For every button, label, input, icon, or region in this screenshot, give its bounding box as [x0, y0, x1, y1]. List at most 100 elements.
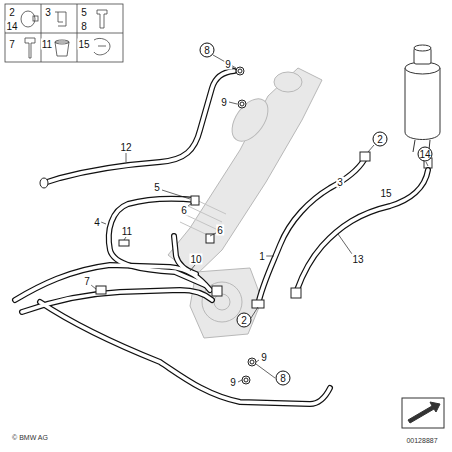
hose-lines-part — [15, 265, 210, 300]
leader-lines-part — [238, 380, 242, 382]
orientation-icon-part — [408, 402, 440, 423]
fittings-part — [360, 152, 370, 161]
callout-number: 2 — [373, 132, 388, 147]
fittings-part — [119, 240, 129, 246]
hose-lines-part — [258, 160, 364, 305]
leader-lines-part — [256, 360, 259, 362]
leader-lines-part — [338, 234, 352, 254]
parts-legend-grid-part — [94, 38, 110, 54]
legend-number: 15 — [77, 39, 90, 50]
fittings-part — [252, 300, 264, 308]
steering-rack-part — [168, 68, 322, 276]
callout-number: 15 — [379, 188, 392, 199]
leader-lines-part — [190, 265, 195, 271]
callout-number: 10 — [189, 254, 202, 265]
steering-rack — [168, 68, 322, 276]
leader-lines-part — [124, 237, 126, 240]
leader-lines-part — [232, 67, 237, 70]
parts-legend-grid-part — [55, 40, 69, 44]
parts-legend-grid-part — [33, 16, 38, 21]
orientation-icon-part — [402, 398, 444, 428]
parts-legend-grid-part — [41, 4, 42, 62]
callout-number: 5 — [153, 182, 161, 193]
leader-lines-part — [426, 162, 428, 166]
parts-legend-grid — [5, 4, 123, 62]
legend-number: 2 — [8, 7, 16, 18]
callout-number: 2 — [237, 313, 252, 328]
steering-rack-part — [225, 92, 275, 147]
callout-number: 9 — [229, 377, 237, 388]
leader-lines-part — [266, 256, 274, 257]
fittings-part — [242, 376, 250, 384]
fittings — [40, 67, 370, 384]
parts-legend-grid-part — [5, 4, 123, 62]
hose-lines-part — [44, 71, 234, 183]
leader-lines-part — [251, 307, 258, 318]
legend-number: 3 — [44, 7, 52, 18]
steering-rack-part — [180, 198, 226, 238]
callout-number: 9 — [220, 97, 228, 108]
callout-number: 14 — [418, 147, 433, 162]
hose-lines-part — [109, 199, 205, 285]
hose-lines-part — [109, 199, 205, 285]
callout-number: 3 — [336, 177, 344, 188]
hose-lines-part — [44, 71, 234, 183]
fittings-part — [240, 102, 244, 106]
legend-number: 5 — [80, 7, 88, 18]
callout-number: 4 — [93, 217, 101, 228]
parts-legend-grid-part — [97, 10, 107, 28]
callout-number: 13 — [351, 254, 364, 265]
fittings-part — [96, 286, 106, 294]
hose-lines — [15, 71, 428, 404]
callout-number: 8 — [276, 371, 291, 386]
fittings-part — [236, 67, 244, 75]
fittings-part — [206, 234, 214, 243]
callout-number: 11 — [121, 226, 133, 237]
leader-lines-part — [101, 222, 106, 224]
leader-lines-part — [91, 285, 96, 289]
hose-lines — [15, 71, 428, 404]
fittings-part — [291, 288, 301, 298]
callout-number: 8 — [200, 43, 215, 58]
hose-lines-part — [40, 302, 330, 404]
legend-number: 11 — [41, 39, 53, 50]
orientation-icon — [402, 398, 444, 428]
hose-lines-part — [297, 170, 428, 290]
hose-lines-part — [258, 160, 364, 305]
leader-lines-part — [210, 233, 216, 236]
callout-number: 9 — [260, 352, 268, 363]
fittings-part — [40, 178, 48, 188]
hose-lines-part — [297, 170, 428, 290]
callout-number: 6 — [216, 225, 224, 236]
fittings-part — [212, 286, 222, 296]
callout-number: 7 — [83, 276, 91, 287]
leader-lines-part — [256, 364, 275, 378]
callout-number: 6 — [180, 205, 188, 216]
parts-legend-grid-part — [55, 12, 66, 26]
callout-number: 9 — [224, 59, 232, 70]
copyright-note: © BMW AG — [11, 434, 49, 442]
leader-lines — [91, 55, 428, 382]
leader-lines-part — [229, 102, 237, 104]
legend-number: 7 — [8, 39, 16, 50]
steering-rack-part — [274, 72, 302, 92]
image-number: 00128887 — [405, 437, 438, 445]
hose-lines-part — [40, 302, 330, 404]
leader-lines-part — [368, 145, 374, 152]
fluid-reservoir-part — [405, 68, 440, 140]
parts-legend-grid-part — [25, 38, 35, 58]
fluid-reservoir-part — [414, 45, 431, 51]
fittings-part — [244, 378, 248, 382]
callout-number: 12 — [119, 142, 132, 153]
fittings-part — [238, 100, 246, 108]
legend-number: 8 — [80, 21, 88, 32]
parts-legend-grid-part — [5, 33, 123, 34]
legend-number: 14 — [5, 21, 18, 32]
fittings-part — [238, 69, 242, 73]
callout-number: 1 — [258, 251, 266, 262]
fluid-reservoir — [405, 45, 440, 168]
leader-lines-part — [188, 203, 192, 206]
leader-lines-part — [162, 190, 190, 199]
parts-legend-grid-part — [77, 4, 78, 62]
